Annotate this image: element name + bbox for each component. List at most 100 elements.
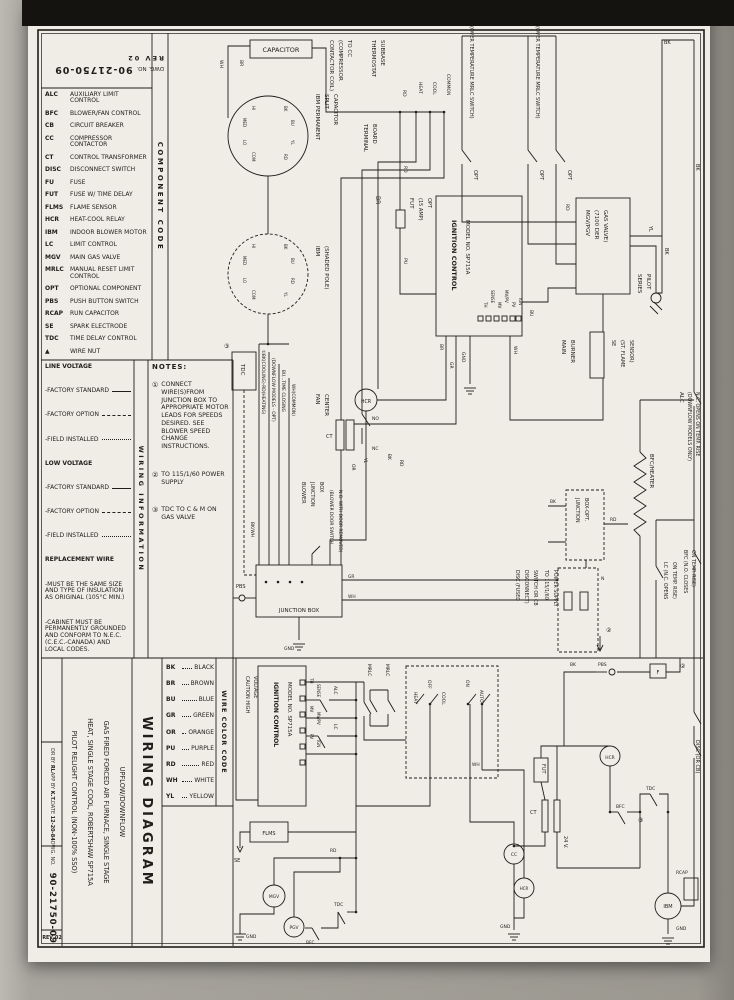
ibm-label: IBM (663, 904, 672, 910)
junction-dot (264, 580, 268, 584)
dwg-no-value: 90-21750-09 (54, 64, 133, 75)
mgv-label: MGV (269, 894, 279, 900)
schematic-label: GND (284, 646, 295, 652)
schematic-label: OPT (472, 170, 478, 181)
mgv-coil (262, 884, 286, 908)
wire (311, 927, 320, 941)
pilot (650, 292, 662, 304)
wire-color-name: GREEN (193, 712, 214, 720)
component-desc: FUSE W/ TIME DELAY (70, 191, 133, 199)
pgv-label: PGV (289, 925, 298, 931)
component-code-list: ALC AUXILIARY LIMIT CONTROL BFC BLOWER/F… (45, 91, 149, 355)
note-number: ① (152, 381, 159, 389)
wire-color-code: BK (166, 664, 176, 671)
dots-leader (182, 780, 193, 782)
wiring-info-row: -MUST BE THE SAME SIZE AND TYPE OF INSUL… (45, 581, 131, 603)
disconnect-label: DISC (FUSED (514, 570, 520, 601)
component-code-row: HCR HEAT-COOL RELAY (45, 216, 149, 223)
terminal (299, 727, 306, 734)
description-line: PILOT RELIGHT CONTROL (NON-100% SSO) (70, 730, 78, 874)
flms-label: FLMS (262, 831, 275, 837)
schematic-label: SE (234, 858, 240, 864)
wire (509, 336, 604, 421)
wire-color-code: GR (166, 712, 176, 720)
schematic-label: GR (348, 574, 354, 580)
wire (617, 811, 626, 825)
schematic-label: WH(COMMON) (290, 384, 296, 416)
wiring-info-row: -FACTORY STANDARD (45, 484, 131, 492)
schematic-label: NO (372, 416, 379, 422)
schematic-label: LO (242, 278, 247, 283)
wire (681, 758, 695, 907)
series-pilot-label: SERIES (636, 274, 642, 294)
schematic-label: BURNER (569, 340, 575, 363)
schematic-label: (BLOWER DOOR SWITCH (328, 490, 334, 544)
schematic-label: BK (283, 106, 288, 112)
wire (236, 845, 244, 854)
junction-box (255, 564, 343, 618)
wiring-info-row: -FACTORY STANDARD (45, 387, 131, 395)
component-desc: WIRE NUT (70, 347, 101, 355)
schematic-label: YL (647, 225, 653, 232)
schematic-label: GND (460, 352, 466, 363)
schematic-label: GR (448, 362, 454, 369)
wire (227, 45, 250, 118)
schematic-label: COM (251, 290, 256, 300)
schematic-label: NC (372, 446, 379, 452)
wire (656, 39, 694, 294)
terminal (493, 315, 500, 322)
schematic-label: (ST. FLAME (619, 340, 625, 367)
component-abbr: IBM (45, 228, 58, 236)
component-code-row: MGV MAIN GAS VALVE (45, 253, 149, 261)
thermostat-box (405, 665, 499, 779)
wire (693, 551, 702, 565)
wiring-info-title-text: WIRING INFORMATION (137, 445, 145, 573)
wiring-info-row: -CABINET MUST BE PERMANENTLY GROUNDED AN… (45, 619, 131, 654)
ignition-control-2-label: IGNITION CONTROL (272, 682, 279, 747)
schematic-label: SWITCH OR CB (532, 570, 538, 606)
fan-ct-coil-2 (345, 419, 355, 451)
component-abbr: DISC (45, 166, 61, 174)
component-abbr: TDC (45, 335, 59, 343)
wire-style-sample (102, 511, 131, 513)
component-abbr: CB (45, 122, 54, 130)
wire-color-code: BR (166, 680, 176, 688)
component-code-row: DISC DISCONNECT SWITCH (45, 166, 149, 174)
wire (273, 857, 356, 885)
component-code-row: BFC BLOWER/FAN CONTROL (45, 110, 149, 117)
wire (321, 912, 339, 929)
schematic-label: AUTO (478, 690, 484, 703)
wire (540, 671, 596, 758)
wire (293, 858, 341, 917)
wire (693, 391, 702, 405)
schematic-label: BK/WH (249, 522, 255, 537)
schematic-label: RD (402, 166, 408, 173)
wiring-info-text: REPLACEMENT WIRE (45, 556, 114, 564)
wiring-info-text: -FIELD INSTALLED (45, 532, 99, 540)
schematic-label: RD (564, 204, 570, 211)
wire (243, 390, 256, 576)
tdc-box (231, 351, 257, 391)
terminal (299, 743, 306, 750)
caution-label: CAUTION HIGH (244, 676, 250, 713)
wire-color-code: OR (166, 728, 176, 736)
junction-dot (354, 910, 358, 914)
schematic-label: N.C. OPENS ON TEMP. RISE (694, 392, 700, 456)
component-code-row: FUT FUSE W/ TIME DELAY (45, 191, 149, 199)
dwg-stamp: DWG. NO.90-21750-09 REV 02 (46, 34, 164, 82)
rcap-box (683, 877, 699, 901)
component-code-row: ▲ WIRE NUT (45, 347, 149, 355)
schematic-label: OPT (426, 198, 432, 209)
component-abbr: MGV (45, 253, 61, 261)
wire (340, 112, 445, 420)
schematic-label: BK (386, 454, 392, 460)
wiring-info-row: LOW VOLTAGE (45, 460, 131, 468)
component-code-row: IBM INDOOR BLOWER MOTOR (45, 228, 149, 236)
component-code-row: SE SPARK ELECTRODE (45, 323, 149, 330)
schematic-label: MODEL NO. SP715A (464, 220, 470, 275)
schematic-label: N (601, 576, 604, 582)
schematic-label: HI (251, 244, 256, 248)
ibm-shaded-pole-motor (227, 233, 309, 315)
schematic-label: COOL (431, 82, 437, 95)
